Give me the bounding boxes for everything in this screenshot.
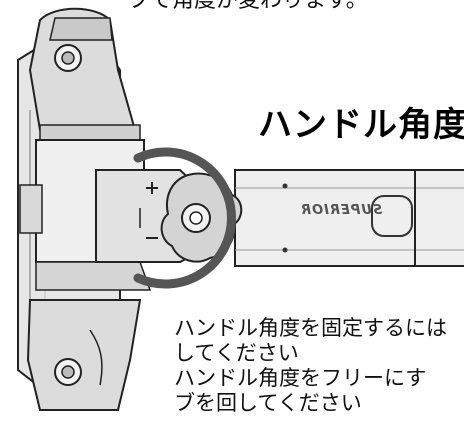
instruction-line-4: ブを回してください <box>174 391 362 415</box>
rotation-indicator-ring <box>133 147 236 289</box>
handle-tube <box>234 169 464 267</box>
instruction-line-3: ハンドル角度をフリーにす <box>174 366 427 390</box>
brand-label: SUPERIOR <box>300 203 383 218</box>
top-caption: ブで角度が変わります。 <box>128 0 368 13</box>
section-heading: ハンドル角度 <box>258 105 464 145</box>
top-bracket <box>28 7 141 141</box>
instruction-text: ハンドル角度を固定するには してください ハンドル角度をフリーにす ブを回してく… <box>174 316 464 416</box>
instruction-line-2: してください <box>174 341 299 365</box>
angle-adjust-knob <box>139 172 243 263</box>
instruction-line-1: ハンドル角度を固定するには <box>174 316 447 340</box>
bottom-bracket <box>26 299 142 411</box>
